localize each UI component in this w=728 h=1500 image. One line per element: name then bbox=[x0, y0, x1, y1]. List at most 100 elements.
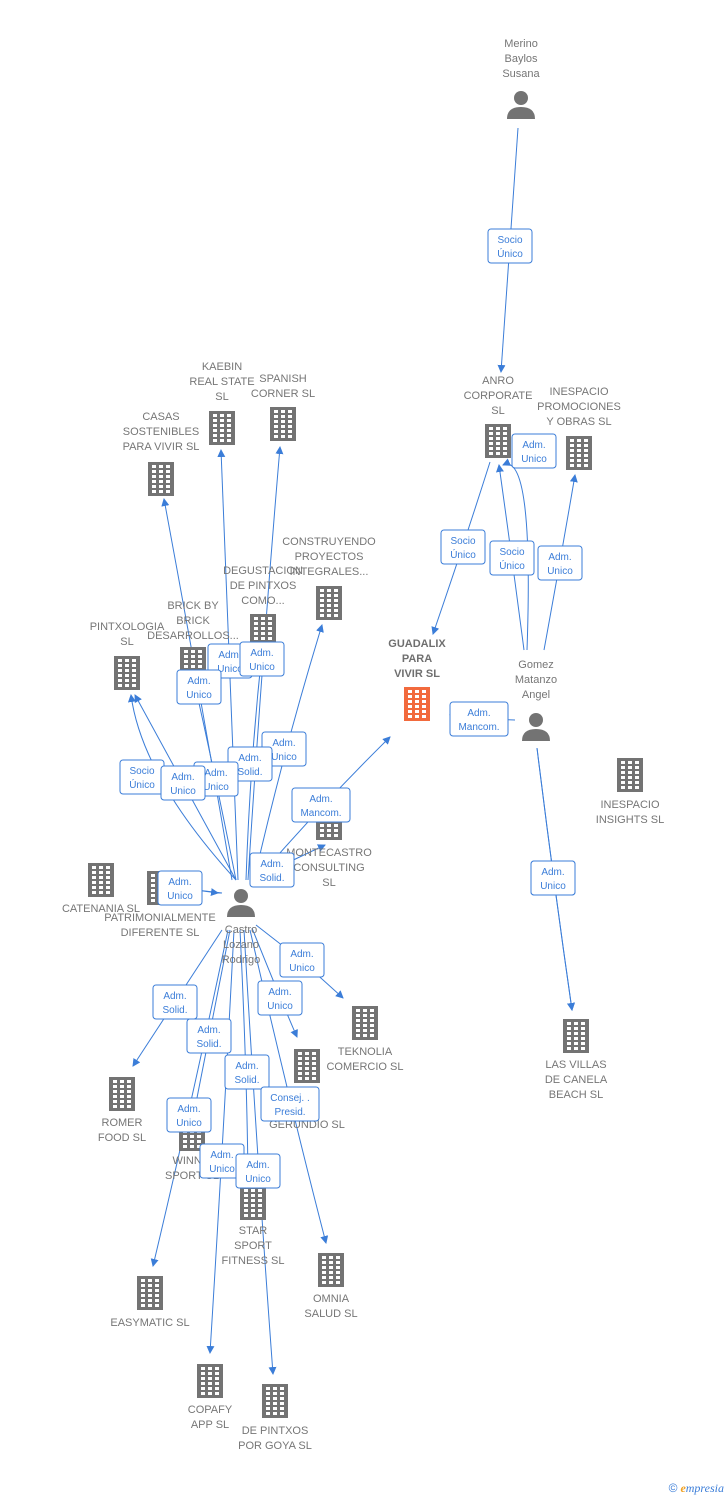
building-window bbox=[258, 1199, 262, 1202]
inespacio_ins-building-icon[interactable] bbox=[617, 758, 643, 792]
easymatic-building-icon[interactable] bbox=[137, 1276, 163, 1310]
building-window bbox=[312, 1062, 316, 1065]
relation-badge[interactable]: Adm.Unico bbox=[166, 1097, 212, 1133]
relation-badge[interactable]: Adm.Unico bbox=[235, 1153, 281, 1189]
building-window bbox=[581, 1037, 585, 1040]
node-label-line: DE PINTXOS bbox=[230, 580, 297, 592]
node-label-line: OMNIA bbox=[313, 1293, 350, 1305]
spanish-building-icon[interactable] bbox=[270, 407, 296, 441]
relation-badge[interactable]: Adm.Unico bbox=[257, 980, 303, 1016]
copafy-building-icon[interactable] bbox=[197, 1364, 223, 1398]
node-label-line: PROMOCIONES bbox=[537, 401, 621, 413]
node-label-line: VIVIR SL bbox=[394, 668, 440, 680]
relation-badge[interactable]: Adm.Solid. bbox=[152, 984, 198, 1020]
building-window bbox=[336, 1256, 340, 1259]
badge-text: Presid. bbox=[274, 1107, 305, 1118]
gerundio-building-icon[interactable] bbox=[294, 1049, 320, 1083]
building-window bbox=[628, 761, 632, 764]
building-window bbox=[92, 876, 96, 879]
node-label-line: SL bbox=[215, 391, 228, 403]
relation-badge[interactable]: Adm.Mancom. bbox=[449, 701, 509, 737]
building-window bbox=[227, 434, 231, 437]
building-window bbox=[356, 1024, 360, 1027]
building-window bbox=[190, 1140, 194, 1143]
node-label-line: Susana bbox=[502, 68, 540, 80]
building-window bbox=[415, 695, 419, 698]
construyendo-building-icon[interactable] bbox=[316, 586, 342, 620]
node-label-line: COMO... bbox=[241, 595, 284, 607]
relation-badge[interactable]: Adm.Unico bbox=[511, 433, 557, 469]
relation-badge[interactable]: Adm.Solid. bbox=[186, 1018, 232, 1054]
empresia-footer[interactable]: ©empresia bbox=[669, 1481, 724, 1496]
relation-badge[interactable]: Adm.Unico bbox=[176, 669, 222, 705]
building-window bbox=[334, 834, 338, 837]
badge-text: Adm. bbox=[290, 949, 313, 960]
person-body bbox=[227, 905, 255, 917]
building-window bbox=[113, 1105, 117, 1108]
teknolia-building-icon[interactable] bbox=[352, 1006, 378, 1040]
pintxologia-building-icon[interactable] bbox=[114, 656, 140, 690]
building-window bbox=[334, 599, 338, 602]
building-window bbox=[184, 665, 188, 668]
building-window bbox=[251, 1204, 255, 1207]
romer-building-icon[interactable] bbox=[109, 1077, 135, 1111]
badge-box bbox=[449, 701, 509, 737]
relation-badge[interactable]: Adm.Unico bbox=[537, 545, 583, 581]
relation-badge[interactable]: Adm.Unico bbox=[199, 1143, 245, 1179]
building-window bbox=[215, 1367, 219, 1370]
node-label-line: Gomez bbox=[518, 659, 553, 671]
star-building-icon[interactable] bbox=[240, 1186, 266, 1220]
relation-badge[interactable]: Adm.Unico bbox=[239, 641, 285, 677]
relation-badge[interactable]: Adm.Solid. bbox=[224, 1054, 270, 1090]
building-window bbox=[273, 1402, 277, 1405]
node-label-line: Baylos bbox=[504, 53, 538, 65]
building-window bbox=[570, 444, 574, 447]
building-window bbox=[208, 1367, 212, 1370]
kaebin-building-icon[interactable] bbox=[209, 411, 235, 445]
badge-text: Solid. bbox=[196, 1039, 221, 1050]
relation-badge[interactable]: Adm.Mancom. bbox=[291, 787, 351, 823]
building-window bbox=[106, 886, 110, 889]
building-window bbox=[106, 866, 110, 869]
merino-person-icon[interactable] bbox=[507, 91, 535, 119]
casas-building-icon[interactable] bbox=[148, 462, 174, 496]
building-window bbox=[183, 1140, 187, 1143]
building-window bbox=[261, 617, 265, 620]
building-window bbox=[106, 876, 110, 879]
building-window bbox=[574, 1032, 578, 1035]
relation-badge[interactable]: Adm.Unico bbox=[160, 765, 206, 801]
relation-badge[interactable]: Adm.Unico bbox=[530, 860, 576, 896]
relation-badge[interactable]: Adm.Unico bbox=[157, 870, 203, 906]
building-window bbox=[415, 700, 419, 703]
castro-person-icon[interactable] bbox=[227, 889, 255, 917]
building-window bbox=[298, 1077, 302, 1080]
building-window bbox=[113, 1095, 117, 1098]
building-window bbox=[408, 700, 412, 703]
building-window bbox=[159, 480, 163, 483]
gomez-person-icon[interactable] bbox=[522, 713, 550, 741]
node-label-line: APP SL bbox=[191, 1419, 229, 1431]
relation-badge[interactable]: Adm.Solid. bbox=[227, 746, 273, 782]
guadalix-building-icon[interactable] bbox=[404, 687, 430, 721]
building-window bbox=[281, 425, 285, 428]
villas-building-icon[interactable] bbox=[563, 1019, 589, 1053]
pintxosgoya-building-icon[interactable] bbox=[262, 1384, 288, 1418]
anro-building-icon[interactable] bbox=[485, 424, 511, 458]
badge-text: Adm. bbox=[204, 768, 227, 779]
building-window bbox=[274, 420, 278, 423]
omnia-building-icon[interactable] bbox=[318, 1253, 344, 1287]
relation-badge[interactable]: Consej. .Presid. bbox=[260, 1086, 320, 1122]
building-window bbox=[567, 1037, 571, 1040]
node-label-line: Y OBRAS SL bbox=[546, 416, 611, 428]
inespacio_prom-building-icon[interactable] bbox=[566, 436, 592, 470]
relation-badge[interactable]: Adm.Unico bbox=[279, 942, 325, 978]
catenania-building-icon[interactable] bbox=[88, 863, 114, 897]
relation-badge[interactable]: Adm.Solid. bbox=[249, 852, 295, 888]
